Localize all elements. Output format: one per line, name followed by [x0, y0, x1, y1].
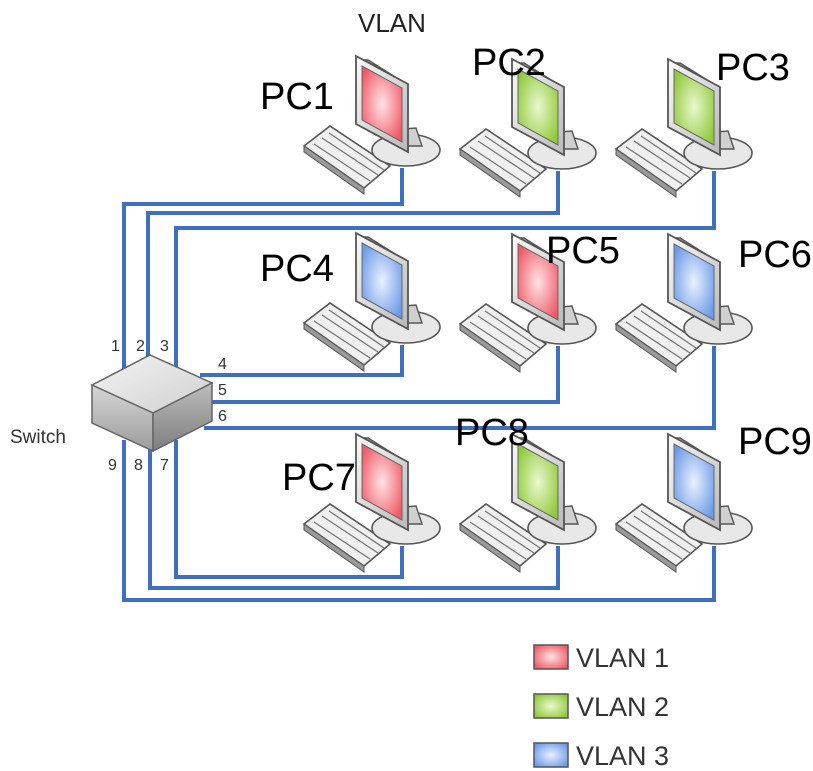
network-switch — [90, 354, 214, 453]
pc-label-9: PC9 — [738, 421, 812, 463]
cable-port-6 — [204, 346, 716, 430]
cable-port-3 — [174, 171, 716, 372]
monitor-screen — [361, 65, 403, 143]
monitor-screen — [517, 68, 559, 146]
legend-label-vlan-1: VLAN 1 — [576, 643, 669, 673]
pc-label-8: PC8 — [455, 412, 529, 454]
port-label-7: 7 — [160, 457, 169, 474]
diagram-title: VLAN — [358, 8, 426, 38]
pc-label-5: PC5 — [546, 230, 620, 272]
pc-9 — [615, 432, 753, 573]
pc-label-6: PC6 — [738, 234, 812, 276]
switch-right-face — [152, 381, 213, 453]
pc-7 — [303, 432, 441, 573]
port-labels: 1 2 3 4 5 6 7 8 9 — [108, 338, 227, 474]
pc-4 — [303, 231, 441, 372]
pc-5 — [459, 232, 597, 373]
port-label-5: 5 — [218, 382, 227, 399]
cable-port-2 — [146, 171, 560, 372]
cable-port-1 — [122, 168, 404, 372]
monitor-screen — [517, 443, 559, 521]
legend-swatch-vlan-2 — [533, 693, 569, 719]
port-label-9: 9 — [108, 457, 117, 474]
pc-2 — [459, 57, 597, 198]
pc-1 — [303, 54, 441, 195]
monitor-screen — [361, 443, 403, 521]
port-label-4: 4 — [218, 356, 227, 373]
cable-port-9 — [122, 440, 716, 602]
cable-port-7 — [174, 440, 404, 579]
pc-label-4: PC4 — [260, 248, 334, 290]
cable-port-4 — [200, 345, 404, 377]
monitor-screen — [673, 243, 715, 321]
pc-3 — [615, 57, 753, 198]
monitor-screen — [673, 443, 715, 521]
monitor-screen — [517, 243, 559, 321]
pc-label-1: PC1 — [260, 76, 334, 118]
legend-label-vlan-2: VLAN 2 — [576, 692, 669, 722]
pc-group — [303, 54, 753, 573]
port-label-1: 1 — [111, 338, 120, 355]
monitor-screen — [673, 68, 715, 146]
legend-swatch-vlan-3 — [533, 742, 569, 768]
pc-label-7: PC7 — [282, 457, 356, 499]
cables — [122, 168, 716, 602]
cable-port-8 — [148, 442, 560, 590]
cable-port-5 — [206, 346, 560, 404]
pc-labels: PC1 PC2 PC3 PC4 PC5 PC6 PC7 PC8 PC9 — [260, 42, 812, 499]
pc-6 — [615, 232, 753, 373]
legend-label-vlan-3: VLAN 3 — [576, 741, 669, 771]
port-label-3: 3 — [160, 338, 169, 355]
port-label-8: 8 — [134, 457, 143, 474]
monitor-screen — [361, 242, 403, 320]
legend-swatch-vlan-1 — [533, 644, 569, 670]
legend: VLAN 1 VLAN 2 VLAN 3 — [533, 643, 669, 771]
port-label-6: 6 — [218, 408, 227, 425]
pc-8 — [459, 432, 597, 573]
switch-label: Switch — [10, 427, 66, 448]
pc-label-3: PC3 — [716, 47, 790, 89]
port-label-2: 2 — [136, 338, 145, 355]
pc-label-2: PC2 — [472, 42, 546, 84]
